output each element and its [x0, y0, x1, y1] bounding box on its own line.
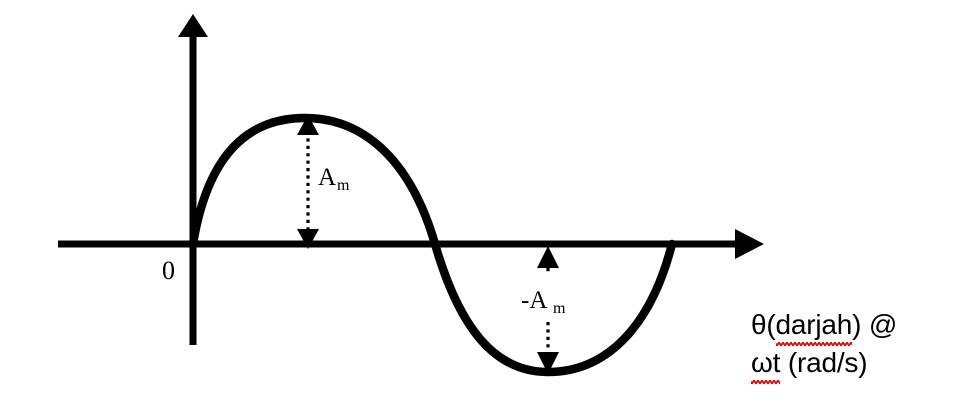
- axis-caption: θ(darjah) @ ωt (rad/s): [751, 306, 898, 384]
- arrow-right-icon: [735, 229, 764, 259]
- amplitude-positive-subscript: m: [337, 177, 350, 194]
- axes-group: [58, 14, 764, 345]
- wave-path: [188, 113, 677, 377]
- amplitude-negative-subscript: m: [553, 300, 566, 317]
- amplitude-positive-label: A: [318, 164, 336, 191]
- axis-caption-darjah: darjah: [775, 306, 852, 346]
- axis-caption-theta: θ(: [751, 309, 776, 340]
- positive-amplitude-annotation: A m: [297, 115, 350, 249]
- arrow-up-icon: [297, 115, 319, 135]
- sine-wave-curve: [188, 113, 677, 377]
- arrow-up-icon: [537, 246, 559, 268]
- axis-caption-line-2: ωt (rad/s): [751, 344, 897, 384]
- arrow-down-icon: [297, 229, 319, 249]
- arrow-up-icon: [178, 14, 208, 37]
- arrow-down-icon: [537, 352, 559, 374]
- axis-caption-omega-t: ωt: [751, 344, 781, 384]
- axis-caption-rad-per-s: (rad/s): [780, 347, 868, 378]
- negative-amplitude-annotation: -A m: [521, 246, 566, 374]
- amplitude-negative-label: -A: [521, 287, 547, 314]
- axis-caption-at: ) @: [852, 309, 898, 340]
- axis-caption-line-1: θ(darjah) @: [751, 306, 898, 346]
- origin-label: 0: [162, 256, 175, 285]
